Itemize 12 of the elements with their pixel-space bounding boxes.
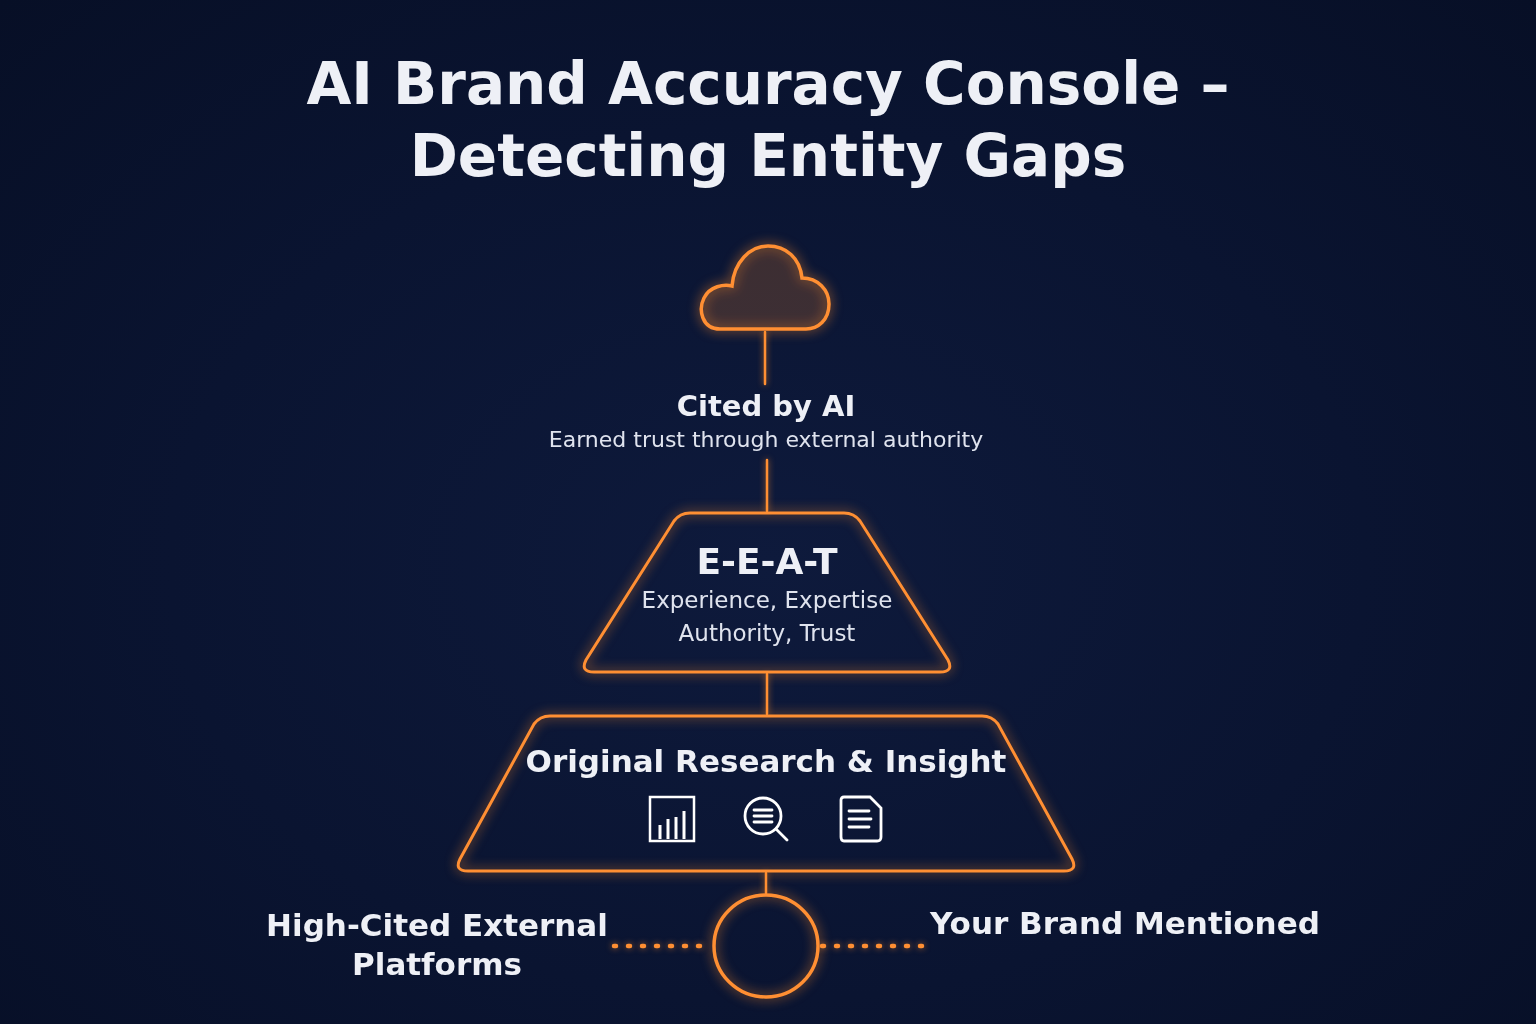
node-heading: Original Research & Insight [525, 742, 1007, 781]
diagram-title: AI Brand Accuracy Console – Detecting Entity Gaps [305, 49, 1231, 192]
node-description: Earned trust through external authority [548, 426, 984, 455]
connector-line [765, 458, 769, 513]
connector-line [764, 871, 768, 895]
connector-line [763, 330, 767, 386]
node-heading: High-Cited External Platforms [265, 906, 609, 984]
node-heading: E-E-A-T [696, 540, 838, 584]
node-heading: Your Brand Mentioned [930, 903, 1320, 943]
node-heading: Cited by AI [676, 387, 856, 425]
node-description: Experience, Expertise Authority, Trust [640, 586, 894, 649]
connector-line [765, 672, 769, 716]
